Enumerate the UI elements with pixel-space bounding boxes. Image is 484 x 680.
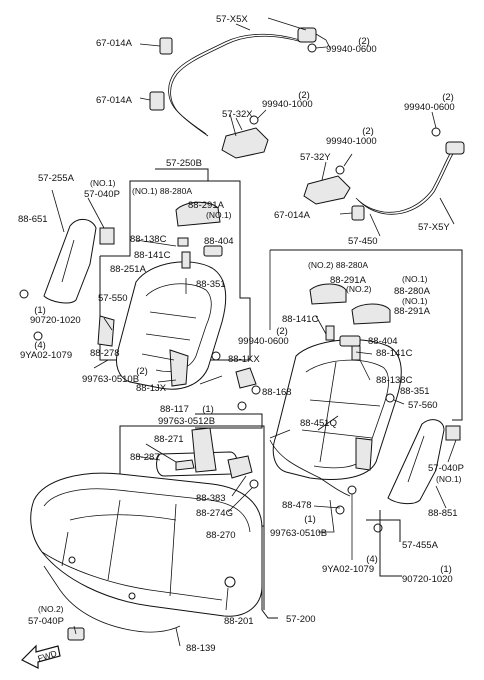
- label-88-287: 88-287: [130, 452, 160, 463]
- label-88-278: 88-278: [90, 348, 120, 359]
- label-qty: (4): [34, 340, 46, 351]
- side-trim-88-851: [387, 419, 445, 505]
- label-88-138c: 88-138C: [130, 234, 167, 245]
- label-9ya02-1079: 9YA02-1079: [322, 564, 374, 575]
- nut-99940-0600-top: [307, 43, 317, 53]
- label-57-255a: 57-255A: [38, 173, 75, 184]
- label-88-851: 88-851: [428, 508, 458, 519]
- label-no1: (NO.1): [90, 178, 116, 188]
- label-88-168: 88-168: [262, 387, 292, 398]
- label-88-351: 88-351: [196, 279, 226, 290]
- label-57-550: 57-550: [98, 293, 128, 304]
- label-57-450: 57-450: [348, 236, 378, 247]
- label-90720-1020: 90720-1020: [402, 574, 453, 585]
- group-box-right-seatback: [270, 249, 463, 421]
- label-88-141c: 88-141C: [134, 250, 171, 261]
- headrest-guide-88-280a: [175, 201, 221, 227]
- label-no2: (NO.2): [346, 284, 372, 294]
- label-qty: (1): [440, 564, 452, 575]
- label-99940-0600: 99940-0600: [326, 44, 377, 55]
- label-57-040p: 57-040P: [84, 189, 120, 200]
- label-88-117: 88-117: [160, 404, 189, 415]
- label-88-271: 88-271: [154, 434, 184, 445]
- label-88-139: 88-139: [186, 643, 216, 654]
- label-90720-1020: 90720-1020: [30, 315, 81, 326]
- label-57-040p: 57-040P: [428, 463, 464, 474]
- side-trim-88-651: [43, 219, 97, 304]
- label-57-x5x: 57-X5X: [216, 14, 248, 25]
- label-57-32y: 57-32Y: [300, 152, 331, 163]
- label-57-040p: 57-040P: [28, 616, 64, 627]
- label-99940-0600: 99940-0600: [238, 336, 289, 347]
- label-no1: (NO.1): [436, 474, 462, 484]
- label-88-478: 88-478: [282, 500, 312, 511]
- label-67-014a: 67-014A: [274, 210, 311, 221]
- label-qty: (1): [304, 514, 316, 525]
- release-cable-57-x5y: [355, 149, 453, 213]
- clip-67-014a-top: [159, 37, 173, 55]
- clip-67-014a-lower: [351, 205, 365, 221]
- label-99940-1000: 99940-1000: [262, 99, 313, 110]
- label-no1: (NO.1): [402, 274, 428, 284]
- label-no1: (NO.1): [402, 296, 428, 306]
- label-57-x5y: 57-X5Y: [418, 222, 450, 233]
- label-qty: (2): [358, 36, 370, 47]
- label-qty: (1): [202, 404, 214, 415]
- fwd-arrow-icon: [20, 644, 61, 669]
- label-88-274g: 88-274G: [196, 508, 233, 519]
- label-88-451q: 88-451Q: [300, 418, 337, 429]
- label-88-138c: 88-138C: [376, 375, 413, 386]
- label-67-014a: 67-014A: [96, 38, 133, 49]
- label-99763-0510b: 99763-0510B: [270, 528, 327, 539]
- label-88-270: 88-270: [206, 530, 236, 541]
- label-9ya02-1079: 9YA02-1079: [20, 350, 72, 361]
- label-88-1jx: 88-1JX: [136, 383, 167, 394]
- label-88-291a: 88-291A: [330, 275, 367, 286]
- label-qty: (2): [442, 92, 454, 103]
- bracket-57-32y: [303, 175, 351, 205]
- label-no2-88-280a: (NO.2) 88-280A: [308, 260, 368, 270]
- label-88-251a: 88-251A: [110, 264, 147, 275]
- label-99940-1000: 99940-1000: [326, 136, 377, 147]
- bracket-57-32x: [221, 127, 269, 159]
- cable-end-fitting-right: [445, 141, 465, 155]
- label-qty: (1): [34, 305, 46, 316]
- label-57-32x: 57-32X: [222, 109, 253, 120]
- label-57-250b: 57-250B: [166, 158, 202, 169]
- label-88-141c: 88-141C: [376, 348, 413, 359]
- cable-end-fitting-upper: [297, 27, 317, 43]
- label-88-291a: 88-291A: [188, 200, 225, 211]
- cup-holder-88-383: [227, 455, 253, 479]
- label-88-351: 88-351: [400, 386, 430, 397]
- label-qty: (2): [136, 366, 148, 377]
- label-88-141c: 88-141C: [282, 314, 319, 325]
- label-qty: (2): [298, 90, 310, 101]
- label-no2: (NO.2): [38, 604, 64, 614]
- label-99940-0600: 99940-0600: [404, 102, 455, 113]
- label-57-560: 57-560: [408, 400, 438, 411]
- label-no1-88-280a: (NO.1) 88-280A: [132, 186, 192, 196]
- label-88-383: 88-383: [196, 493, 226, 504]
- label-88-404: 88-404: [368, 336, 398, 347]
- wire-88-139: [43, 565, 181, 633]
- label-qty: (4): [366, 554, 378, 565]
- label-88-404: 88-404: [204, 236, 234, 247]
- label-88-651: 88-651: [18, 214, 48, 225]
- headrest-guide-88-280a-no2: [309, 283, 347, 305]
- label-67-014a: 67-014A: [96, 95, 133, 106]
- label-88-280a: 88-280A: [394, 286, 431, 297]
- clip-67-014a-middle: [149, 91, 165, 111]
- label-qty: (2): [276, 326, 288, 337]
- label-99763-0512b: 99763-0512B: [158, 416, 215, 427]
- headrest-guide-88-280a-no1: [351, 303, 391, 325]
- label-57-455a: 57-455A: [402, 540, 439, 551]
- label-57-200: 57-200: [286, 614, 316, 625]
- label-qty: (2): [362, 126, 374, 137]
- label-88-1kx: 88-1KX: [228, 354, 260, 365]
- label-88-201: 88-201: [224, 616, 254, 627]
- label-99763-0510b: 99763-0510B: [82, 374, 139, 385]
- label-88-291a: 88-291A: [394, 306, 431, 317]
- label-no1: (NO.1): [206, 210, 232, 220]
